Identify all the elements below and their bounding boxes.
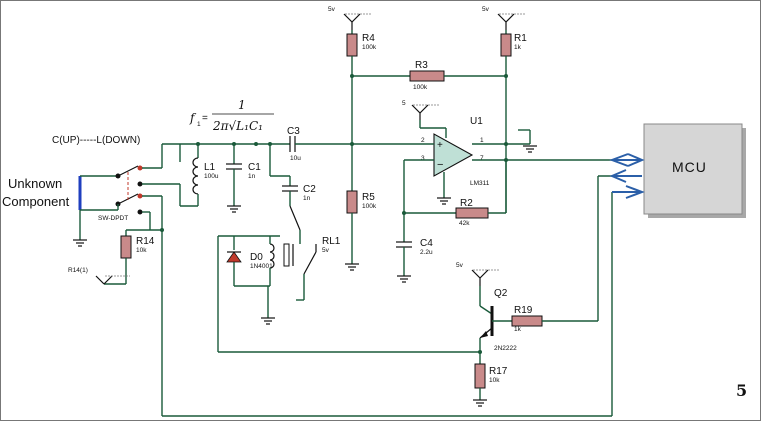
r5-value: 100k: [362, 203, 377, 210]
vcc-u1-label: 5: [402, 100, 406, 107]
inductor-l1: [192, 157, 199, 195]
r1-label: R1: [514, 33, 527, 44]
switch-caption: C(UP)-----L(DOWN): [52, 135, 140, 146]
c2-value: 1n: [303, 195, 311, 202]
resistor-r14: [120, 235, 132, 259]
vcc-q2-label: 5v: [456, 262, 464, 269]
ground-u1-pin1: [523, 145, 537, 153]
capacitor-c4: [396, 241, 412, 248]
l1-value: 100u: [204, 173, 219, 180]
ground-c4: [397, 275, 411, 283]
vcc-q2: 5v: [456, 262, 500, 286]
ground-r5: [345, 263, 359, 271]
r14-port: [95, 275, 130, 285]
ground-unknown: [73, 239, 87, 247]
capacitor-c2: [282, 185, 298, 192]
c4-value: 2.2u: [420, 249, 433, 256]
svg-text:+: +: [437, 140, 443, 151]
ground-c1: [227, 205, 241, 213]
resistor-r2: [455, 207, 489, 219]
r1-value: 1k: [514, 44, 522, 51]
c1-value: 1n: [248, 173, 256, 180]
vcc-u1: 5: [402, 100, 440, 120]
mcu-arrows: [609, 153, 645, 199]
resistor-r19: [511, 315, 543, 327]
r14-port-label: R14(1): [68, 267, 88, 274]
r3-value: 100k: [413, 84, 428, 91]
vcc-r4: 5v: [328, 6, 372, 30]
rl1-label: RL1: [322, 236, 341, 247]
q2-label: Q2: [494, 288, 508, 299]
r14-value: 10k: [136, 247, 147, 254]
capacitor-c1: [226, 163, 242, 170]
ground-r17: [473, 399, 487, 407]
formula-f: f: [189, 111, 197, 125]
r2-label: R2: [460, 198, 473, 209]
resistor-r3: [409, 70, 445, 82]
resistor-r1: [500, 33, 512, 57]
comparator-u1: + −: [433, 133, 474, 177]
c3-value: 10u: [290, 155, 301, 162]
c1-label: C1: [248, 162, 261, 173]
diode-d0: [226, 251, 242, 263]
ground-relay: [261, 317, 275, 325]
u1-pin7: 7: [480, 155, 484, 162]
r3-label: R3: [415, 60, 428, 71]
resistor-r17: [474, 363, 486, 389]
vcc-r4-label: 5v: [328, 6, 336, 13]
rl1-value: 5v: [322, 247, 330, 254]
capacitor-c3: [289, 136, 296, 152]
vcc-r1-label: 5v: [482, 6, 490, 13]
d0-label: D0: [250, 252, 263, 263]
unknown-label-line2: Component: [2, 194, 70, 209]
r17-label: R17: [489, 366, 508, 377]
c2-label: C2: [303, 184, 316, 195]
dpdt-switch: [115, 165, 143, 215]
r2-value: 42k: [459, 220, 470, 227]
r4-label: R4: [362, 33, 375, 44]
r14-label: R14: [136, 236, 155, 247]
ground-u1: [437, 197, 451, 205]
r19-value: 1k: [514, 326, 522, 333]
mcu-label: MCU: [672, 159, 707, 175]
r4-value: 100k: [362, 44, 377, 51]
svg-text:−: −: [437, 159, 443, 171]
relay-rl1: [283, 243, 317, 301]
r17-value: 10k: [489, 377, 500, 384]
u1-pin2: 2: [421, 137, 425, 144]
resistor-r4: [346, 33, 358, 57]
resonance-formula: f 1 = 1 2π√L₁C₁: [189, 98, 274, 133]
relay-coil: [269, 243, 275, 269]
formula-numerator: 1: [238, 98, 246, 112]
page-number: 5: [736, 381, 747, 400]
u1-part: LM311: [470, 180, 490, 187]
r19-label: R19: [514, 305, 533, 316]
u1-pin3: 3: [421, 155, 425, 162]
formula-denominator: 2π√L₁C₁: [212, 119, 263, 133]
c4-label: C4: [420, 238, 433, 249]
vcc-r1: 5v: [482, 6, 526, 30]
u1-label: U1: [470, 116, 483, 127]
mcu-block: MCU: [643, 123, 746, 218]
formula-eq: =: [202, 113, 208, 124]
resistor-r5: [346, 190, 358, 214]
c3-label: C3: [287, 126, 300, 137]
l1-label: L1: [204, 162, 216, 173]
d0-part: 1N4001: [250, 263, 273, 270]
unknown-label-line1: Unknown: [8, 176, 62, 191]
q2-part: 2N2222: [494, 345, 517, 352]
formula-sub: 1: [197, 121, 201, 128]
u1-pin1: 1: [480, 137, 484, 144]
r5-label: R5: [362, 192, 375, 203]
switch-label: SW-DPDT: [98, 215, 128, 222]
